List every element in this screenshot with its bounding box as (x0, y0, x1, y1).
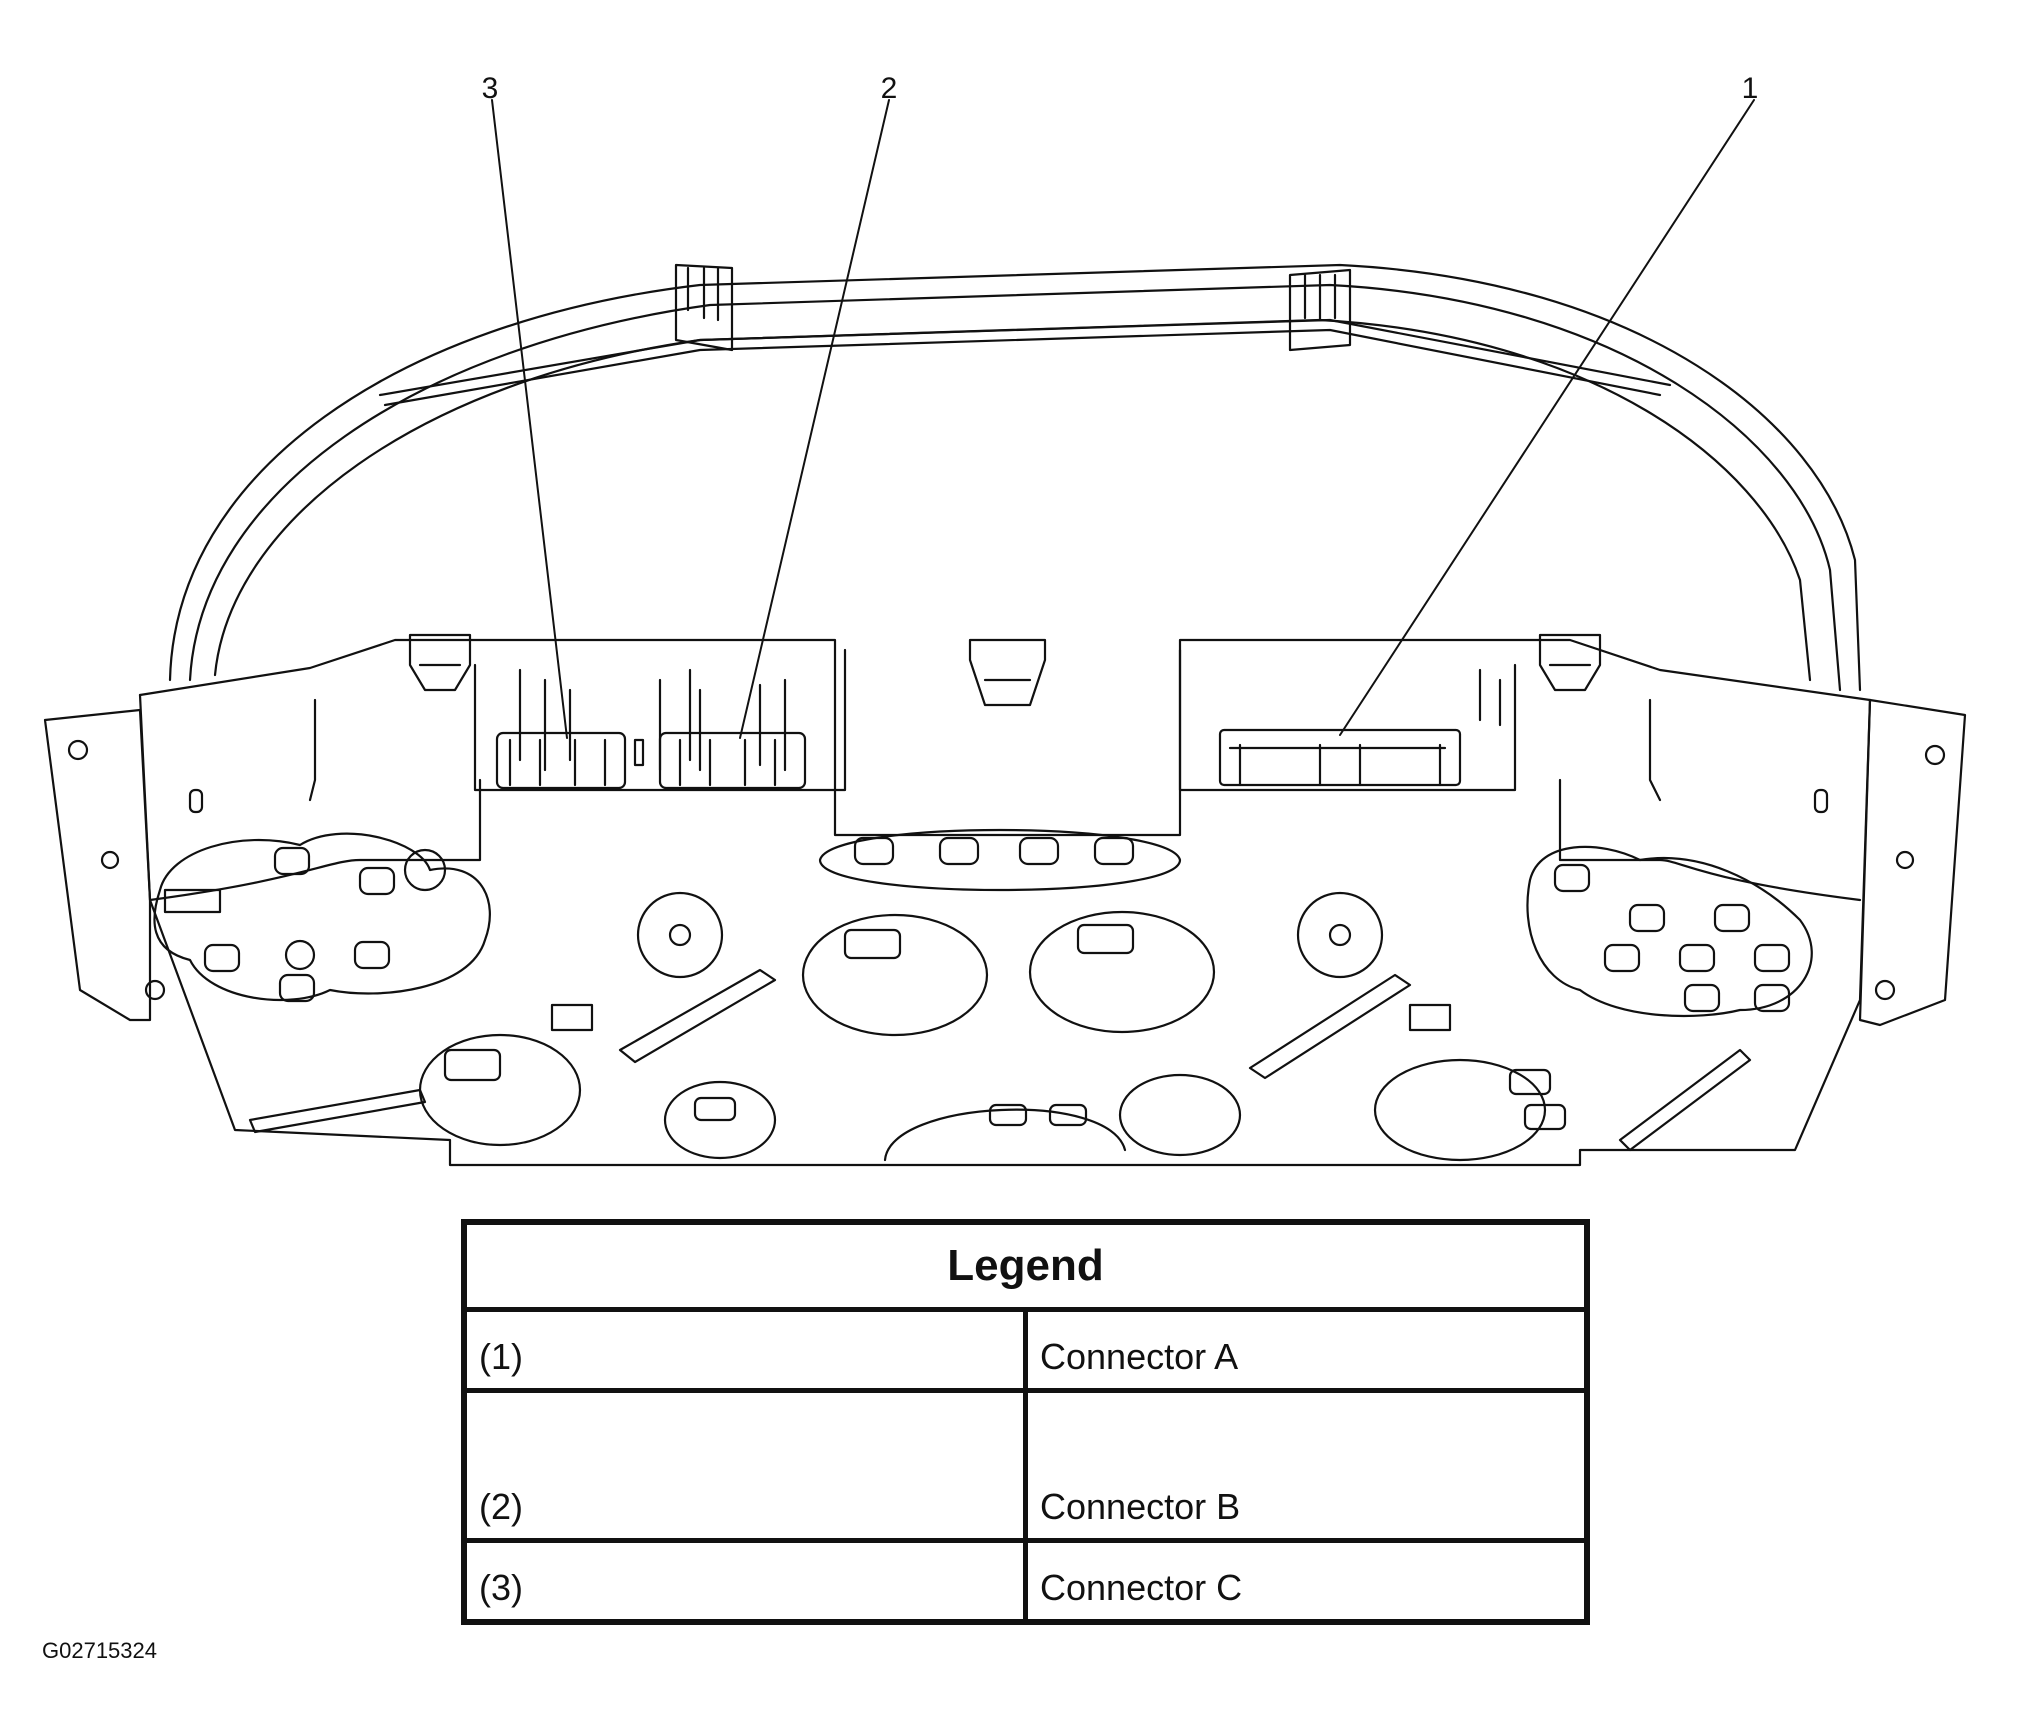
legend-label: Connector A (1023, 1307, 1590, 1393)
legend-label: Connector B (1023, 1388, 1590, 1543)
cluster-housing (168, 263, 1862, 692)
legend-row: (1) Connector A (461, 1307, 1590, 1393)
bulb-sockets (153, 828, 1813, 1162)
callout-3: 3 (482, 72, 499, 105)
connector-b (658, 731, 807, 790)
connector-c (495, 731, 645, 790)
callout-2: 2 (881, 72, 898, 105)
instrument-cluster-diagram: 1 2 3 (43, 72, 1967, 1167)
callout-1: 1 (1742, 72, 1759, 105)
legend-key: (1) (461, 1307, 1028, 1393)
legend-label: Connector C (1023, 1538, 1590, 1625)
figure-id: G02715324 (42, 1638, 157, 1663)
legend-key: (3) (461, 1538, 1028, 1625)
locking-tabs (408, 633, 1602, 707)
legend-title: Legend (461, 1219, 1590, 1312)
legend-table: Legend (1) Connector A (2) Connector B (… (461, 1219, 1590, 1625)
cluster-back-panel (138, 638, 1872, 1167)
legend-key: (2) (461, 1388, 1028, 1543)
legend-row: (2) Connector B (461, 1388, 1590, 1543)
connector-a (1218, 728, 1462, 787)
mounting-brackets (43, 698, 1967, 1027)
legend-row: (3) Connector C (461, 1538, 1590, 1625)
leader-lines (491, 99, 1755, 739)
